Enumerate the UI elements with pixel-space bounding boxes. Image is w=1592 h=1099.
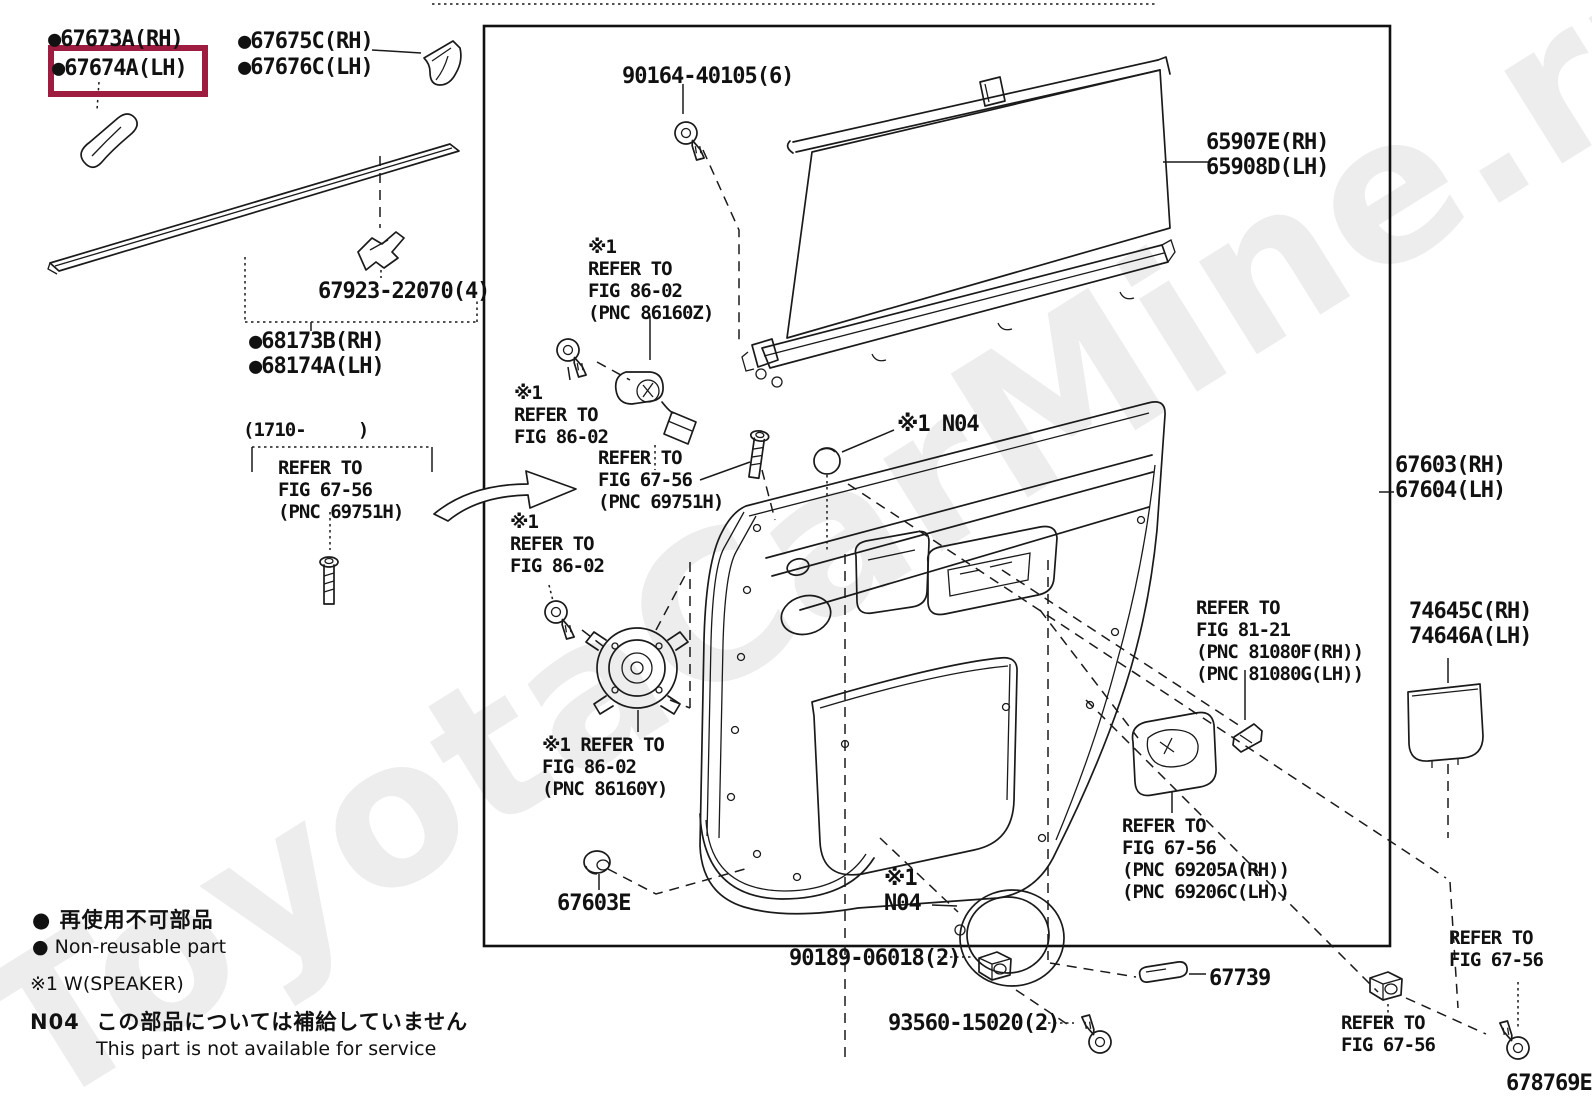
- legend-nonreusable-jp: ● 再使用不可部品: [32, 908, 214, 932]
- retainer-pin-69751h-icon: [699, 428, 776, 521]
- legend-n04-jp: N04 この部品については補給していません: [30, 1010, 469, 1034]
- note-refer-fig6756-bracket: REFER TO FIG 67-56 (PNC 69751H): [278, 457, 404, 523]
- part-label-67675c[interactable]: ●67675C(RH): [238, 29, 374, 54]
- note-refer-fig6756-clipnut: REFER TO FIG 67-56: [1341, 1012, 1436, 1056]
- arrow-right-icon: [433, 470, 577, 522]
- connector-86160z-icon: [614, 316, 697, 470]
- note-n04-top: ※1 N04: [897, 412, 980, 437]
- construction-lines: [844, 483, 1459, 1060]
- part-label-90189[interactable]: 90189-06018(2): [789, 946, 961, 971]
- figure-number: 678769E: [1506, 1071, 1592, 1096]
- part-label-67739[interactable]: 67739: [1209, 966, 1271, 991]
- note-refer-fig8602-b: ※1 REFER TO FIG 86-02: [510, 511, 605, 577]
- main-diagram-frame: [482, 24, 1392, 948]
- note-n04-bottom: ※1 N04: [884, 866, 922, 916]
- retainer-pin-icon: [319, 556, 339, 605]
- screw-bottom-right-icon: [1488, 982, 1538, 1064]
- grommet-n04-top-icon: [813, 429, 895, 550]
- clip-67923-drawing: [357, 156, 405, 278]
- sunshade-drawing: [741, 56, 1210, 388]
- door-trim-panel-drawing: [699, 401, 1166, 915]
- speaker-ring-n04-icon: [931, 889, 1065, 987]
- note-refer-fig8602-a: ※1 REFER TO FIG 86-02: [514, 382, 609, 448]
- bracket-1710-leader: [251, 446, 433, 550]
- handle-frame-69205a-icon: [1131, 711, 1217, 813]
- part-label-68173b[interactable]: ●68173B(RH) ●68174A(LH): [249, 329, 385, 379]
- note-refer-fig8602-pnc86160z: ※1 REFER TO FIG 86-02 (PNC 86160Z): [588, 236, 714, 324]
- part-label-67674a[interactable]: ●67674A(LH): [52, 56, 188, 81]
- corner-piece-67675-drawing: [371, 40, 462, 86]
- note-refer-fig6756-handle: REFER TO FIG 67-56 (PNC 69205A(RH)) (PNC…: [1122, 815, 1290, 903]
- legend-n04-en: This part is not available for service: [96, 1038, 437, 1060]
- note-range-1710: (1710- ): [243, 419, 369, 441]
- part-label-65907e[interactable]: 65907E(RH) 65908D(LH): [1206, 130, 1329, 180]
- part-label-67676c[interactable]: ●67676C(LH): [238, 55, 374, 80]
- clip-67739-icon: [1138, 961, 1206, 983]
- legend-nonreusable-en: ● Non-reusable part: [32, 936, 227, 958]
- part-label-67603e[interactable]: 67603E: [557, 891, 631, 916]
- clipnut-bottom-right-icon: [1369, 971, 1487, 1035]
- bracket-68173-leader: [244, 257, 478, 331]
- part-label-67923[interactable]: 67923-22070(4): [318, 279, 490, 304]
- note-refer-fig6756-pin: REFER TO FIG 67-56 (PNC 69751H): [598, 447, 724, 513]
- grommet-67603e-icon: [583, 850, 746, 895]
- note-refer-fig6756-screw: REFER TO FIG 67-56: [1449, 927, 1544, 971]
- screw-8602-upper-icon: [548, 334, 631, 381]
- weatherstrip-drawing: [47, 143, 460, 275]
- selected-part-highlight: [48, 45, 208, 97]
- part-label-90164[interactable]: 90164-40105(6): [622, 64, 794, 89]
- clipnut-90189-icon: [938, 951, 1071, 1027]
- clip-81080-icon: [1232, 670, 1263, 753]
- part-label-67673a[interactable]: ●67673A(RH): [48, 27, 184, 52]
- legend-speaker-note: ※1 W(SPEAKER): [30, 973, 184, 995]
- part-label-93560[interactable]: 93560-15020(2): [888, 1011, 1060, 1036]
- pocket-74645c-icon: [1407, 658, 1484, 838]
- part-label-67603[interactable]: 67603(RH) 67604(LH): [1395, 453, 1506, 503]
- speaker-86160y-icon: [536, 562, 691, 732]
- note-refer-fig8602-pnc86160y: ※1 REFER TO FIG 86-02 (PNC 86160Y): [542, 734, 668, 800]
- note-refer-fig8121: REFER TO FIG 81-21 (PNC 81080F(RH)) (PNC…: [1196, 597, 1364, 685]
- screw-90164-icon: [666, 84, 740, 344]
- part-label-74645c[interactable]: 74645C(RH) 74646A(LH): [1409, 599, 1532, 649]
